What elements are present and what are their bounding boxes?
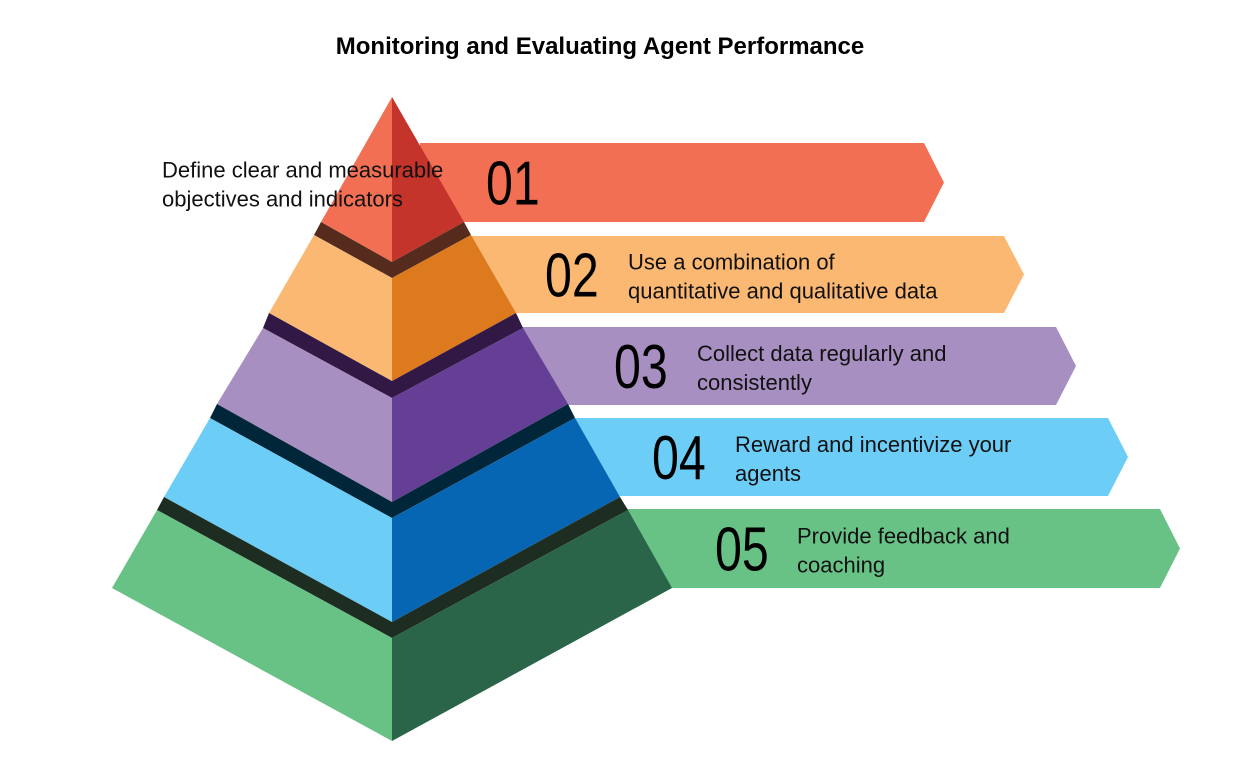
step-text-line2: quantitative and qualitative data: [628, 279, 938, 304]
step-banner-1: [420, 143, 944, 222]
tier-3-right-face: [392, 328, 568, 502]
step-text-line2: agents: [735, 461, 801, 486]
tier-3-top-band: [263, 313, 523, 398]
step-number: 02: [545, 241, 599, 310]
diagram-title: Monitoring and Evaluating Agent Performa…: [336, 33, 865, 60]
step-banner-3: [520, 327, 1076, 405]
step-text-line2: consistently: [697, 370, 812, 395]
step-number: 03: [614, 332, 668, 401]
tier-3-left-face: [217, 328, 392, 502]
step-text-line1: Provide feedback and: [797, 524, 1010, 549]
step-text-line2: coaching: [797, 553, 885, 578]
step-text-line1: Collect data regularly and: [697, 341, 946, 366]
step-number: 05: [715, 515, 769, 584]
tier-5-right-face: [392, 510, 672, 741]
step-banner-5: [620, 509, 1180, 588]
step-number: 01: [486, 149, 540, 218]
step-banner-2: [470, 236, 1024, 313]
tier-4-left-face: [164, 418, 392, 622]
step-text-line2: objectives and indicators: [162, 187, 403, 212]
tier-2-top-band: [314, 222, 471, 278]
step-number: 04: [652, 423, 706, 492]
tier-1-right-face: [392, 97, 464, 262]
tier-1-left-face: [321, 97, 392, 262]
tier-2-left-face: [269, 235, 392, 381]
tier-4-right-face: [392, 418, 620, 622]
tier-5-left-face: [112, 510, 392, 741]
tier-2-right-face: [392, 235, 516, 381]
step-banner-4: [570, 418, 1128, 496]
step-text-line1: Define clear and measurable: [162, 158, 443, 183]
step-text-line1: Reward and incentivize your: [735, 432, 1011, 457]
step-text-line1: Use a combination of: [628, 250, 836, 275]
